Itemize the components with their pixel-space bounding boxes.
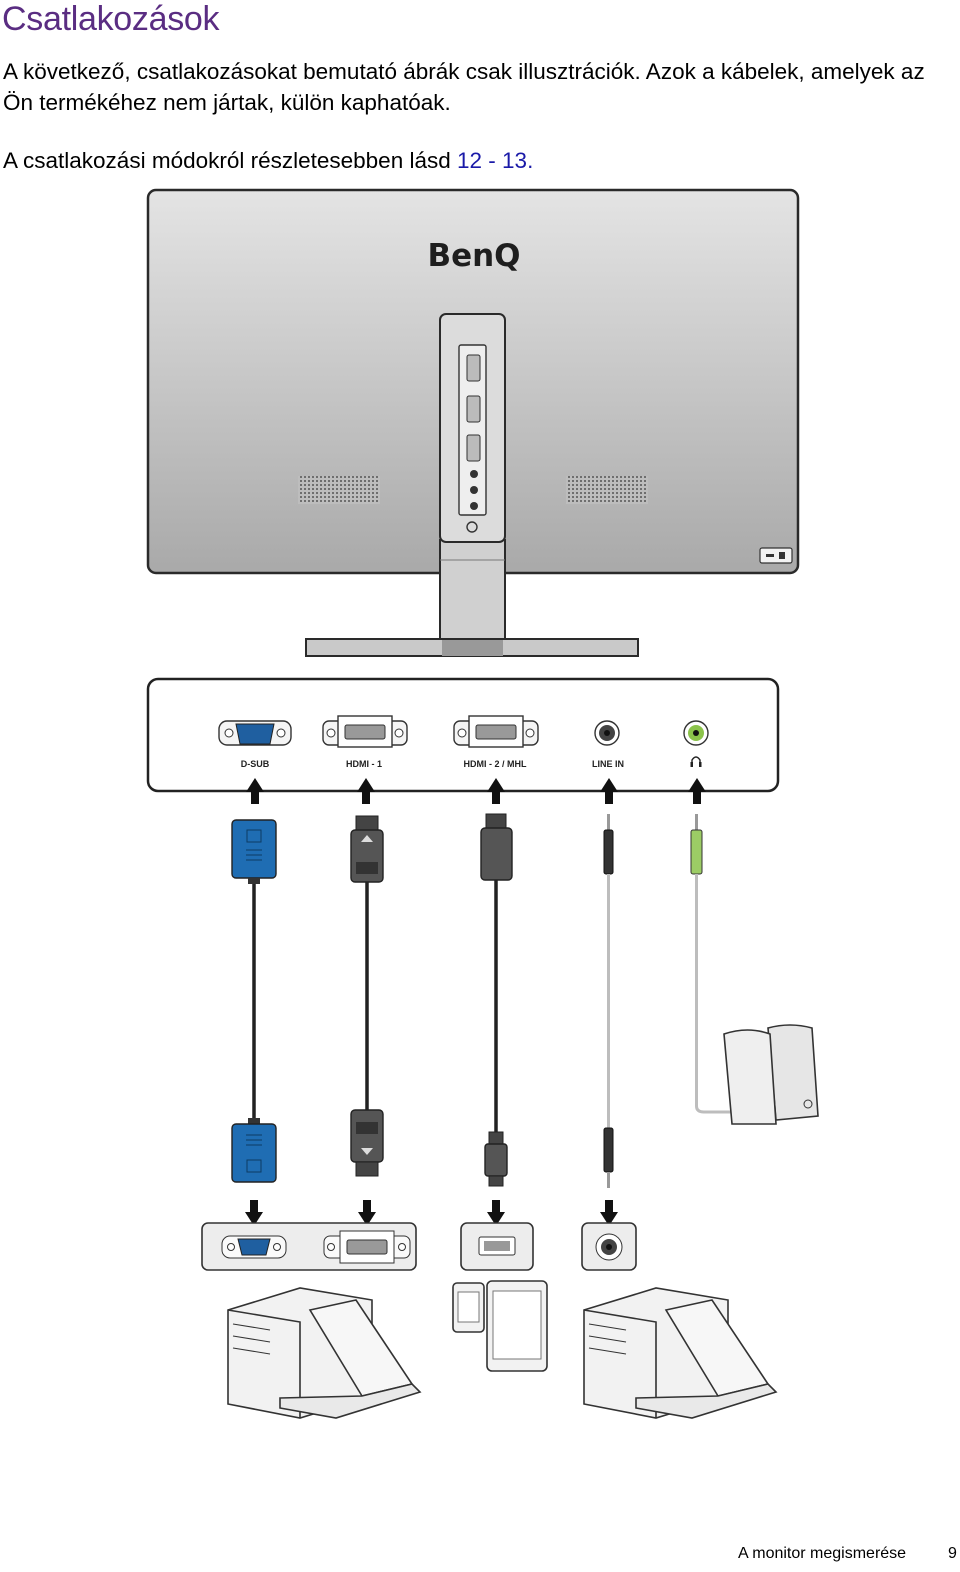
- vent-right: [566, 476, 648, 504]
- stand-neck: [439, 539, 506, 651]
- phone-and-tablet: [452, 1280, 548, 1372]
- pc-and-laptop-right: [583, 1287, 778, 1419]
- page-reference-link[interactable]: 12 - 13: [457, 148, 528, 173]
- port-panel: D-SUB HDMI - 1 HDMI - 2 / MHL LINE IN: [146, 677, 780, 793]
- audio-source-port-panel: [581, 1222, 637, 1271]
- see-more-paragraph: A csatlakozási módokról részletesebben l…: [3, 145, 943, 176]
- hdmi1-label: HDMI - 1: [346, 759, 382, 769]
- pc-and-laptop-left: [227, 1287, 422, 1419]
- page-title: Csatlakozások: [2, 0, 220, 38]
- dsub-port: [218, 720, 292, 746]
- monitor-back: BenQ: [146, 188, 800, 657]
- intro-paragraph: A következő, csatlakozásokat bemutató áb…: [3, 59, 925, 115]
- speakers: [723, 1024, 819, 1125]
- mobile-port-panel: [460, 1222, 534, 1271]
- io-panel: [458, 344, 487, 516]
- hdmi2-label: HDMI - 2 / MHL: [464, 759, 527, 769]
- vent-left: [298, 476, 380, 504]
- benq-logo: BenQ: [427, 238, 520, 274]
- dsub-label: D-SUB: [241, 759, 270, 769]
- arrow-down-hdmi2: [487, 1200, 505, 1226]
- linein-port: [594, 720, 620, 746]
- linein-label: LINE IN: [592, 759, 624, 769]
- vga-cable: [231, 819, 277, 1183]
- see-more-text: A csatlakozási módokról részletesebben l…: [3, 148, 457, 173]
- pc-port-panel: [201, 1222, 417, 1271]
- arrow-down-audio: [600, 1200, 618, 1226]
- lock-slot: [759, 547, 793, 564]
- hdmi-cable-2: [480, 813, 513, 1187]
- footer-section-title: A monitor megismerése: [738, 1545, 907, 1562]
- headphone-icon: [690, 756, 702, 767]
- arrow-down-vga: [245, 1200, 263, 1226]
- page-number: 9: [948, 1545, 957, 1562]
- arrow-down-hdmi1: [358, 1200, 376, 1226]
- hdmi1-port: [322, 715, 408, 748]
- audio-cable-headphone: [690, 814, 736, 1114]
- headphone-port: [683, 720, 709, 746]
- hdmi2-port: [453, 715, 539, 748]
- hdmi-cable-1: [350, 815, 384, 1177]
- audio-cable-linein: [603, 814, 614, 1188]
- see-more-suffix: .: [527, 148, 534, 173]
